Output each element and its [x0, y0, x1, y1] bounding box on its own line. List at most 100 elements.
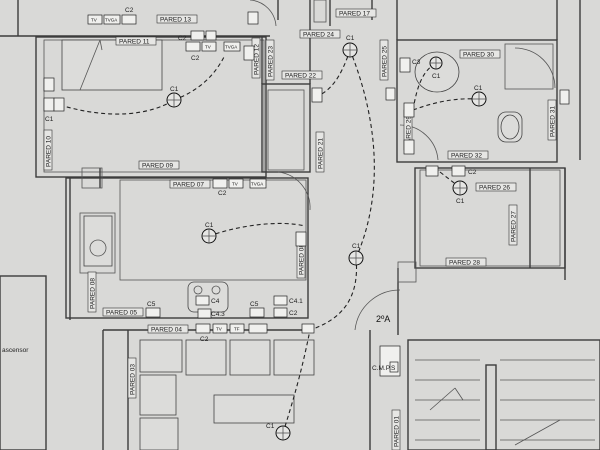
switch-symbol — [403, 102, 415, 118]
panel-switch — [389, 361, 399, 373]
wall-label-09: PARED 09 — [138, 160, 180, 170]
svg-text:PARED 21: PARED 21 — [318, 138, 325, 169]
switch-symbols: TV TVGA C2 C2 TV TVGA C2 C1 C3 C2 TV — [43, 7, 570, 377]
light-point-bath-1: C1 — [429, 56, 443, 80]
wall-label-28: PARED 28 — [445, 257, 487, 267]
tvga-outlet: TVGA — [103, 14, 121, 25]
svg-text:PARED 26: PARED 26 — [479, 185, 510, 192]
wall-label-11: PARED 11 — [115, 36, 157, 46]
socket-symbol — [243, 45, 255, 61]
socket-symbol — [197, 308, 212, 319]
wall-label-03: PARED 03 — [127, 357, 137, 399]
socket-symbol — [273, 295, 288, 306]
socket-symbol — [212, 178, 228, 189]
svg-text:PARED 17: PARED 17 — [339, 11, 370, 18]
switch-symbol — [311, 87, 323, 103]
switch-symbol — [301, 323, 315, 334]
circuit-wiring — [59, 49, 480, 434]
circuit-label: C2 — [468, 169, 477, 176]
switch-symbol — [53, 97, 65, 112]
switch-symbol — [295, 231, 307, 247]
tv-outlet: TV — [212, 323, 228, 334]
socket-symbol — [249, 307, 265, 318]
wall-label-04: PARED 04 — [147, 324, 189, 334]
circuit-label: C3 — [412, 59, 421, 66]
wall-label-22: PARED 22 — [281, 70, 323, 80]
wall-label-21: PARED 21 — [315, 131, 325, 173]
wall-label-30: PARED 30 — [459, 49, 501, 59]
svg-text:PARED 04: PARED 04 — [151, 327, 182, 334]
svg-text:PARED 25: PARED 25 — [382, 46, 389, 77]
circuit-label: C2 — [218, 190, 227, 197]
svg-text:C1: C1 — [432, 73, 441, 80]
ceiling-lights: C1 C1 C1 C1 C1 C1 C1 C1 — [166, 35, 487, 441]
svg-text:C1: C1 — [474, 85, 483, 92]
switch-symbol — [559, 89, 570, 105]
svg-text:PARED 12: PARED 12 — [254, 44, 261, 75]
light-point-bath-2: C1 — [471, 85, 487, 107]
switch-symbol — [43, 77, 55, 92]
svg-text:C1: C1 — [456, 198, 465, 205]
svg-text:PARED 23: PARED 23 — [268, 46, 275, 77]
wall-label-27: PARED 27 — [508, 204, 518, 246]
socket-symbol — [195, 295, 210, 306]
tv-outlet: TV — [87, 14, 103, 25]
svg-text:PARED 05: PARED 05 — [106, 310, 137, 317]
wall-label-01: PARED 01 — [391, 409, 401, 450]
svg-text:PARED 28: PARED 28 — [449, 260, 480, 267]
light-point-corridor-2: C1 — [348, 243, 364, 266]
socket-symbol — [205, 30, 217, 41]
svg-text:PARED 24: PARED 24 — [303, 32, 334, 39]
svg-text:TV: TV — [232, 182, 238, 187]
switch-symbol — [43, 97, 55, 112]
circuit-label: C2 — [191, 55, 200, 62]
svg-text:C1: C1 — [266, 423, 275, 430]
elevator-label: ascensor — [2, 347, 29, 354]
svg-text:PARED 08: PARED 08 — [90, 278, 97, 309]
circuit-label: C2 — [178, 35, 187, 42]
tvga-outlet: TVGA — [249, 178, 267, 189]
svg-text:TV: TV — [91, 18, 97, 23]
switch-symbol — [385, 87, 396, 101]
svg-text:PARED 30: PARED 30 — [463, 52, 494, 59]
wall-label-26: PARED 26 — [475, 182, 517, 192]
svg-text:PARED 13: PARED 13 — [160, 17, 191, 24]
wall-label-17: PARED 17 — [335, 8, 377, 18]
wall-label-25: PARED 25 — [379, 39, 389, 81]
svg-text:PARED 09: PARED 09 — [142, 163, 173, 170]
tv-outlet: TV — [228, 178, 244, 189]
svg-text:PARED 01: PARED 01 — [394, 416, 401, 447]
switch-symbol — [399, 57, 411, 73]
circuit-label: C4.1 — [289, 298, 303, 305]
socket-symbol — [273, 307, 288, 318]
circuit-label: C2 — [289, 310, 298, 317]
light-point-kitchen: C1 — [201, 222, 217, 244]
svg-text:TVGA: TVGA — [251, 182, 263, 187]
socket-symbol — [190, 30, 205, 41]
svg-text:TF: TF — [234, 327, 240, 332]
circuit-label: C2 — [125, 7, 134, 14]
svg-text:TVGA: TVGA — [225, 45, 237, 50]
socket-symbol — [121, 14, 137, 25]
socket-symbol — [247, 11, 259, 25]
light-point-entry: C1 — [266, 423, 291, 441]
svg-text:C1: C1 — [352, 243, 361, 250]
tvga-outlet: TVGA — [223, 41, 241, 52]
svg-text:PARED 07: PARED 07 — [173, 182, 204, 189]
switch-symbol — [403, 139, 415, 155]
wall-label-24: PARED 24 — [299, 29, 341, 39]
svg-text:PARED 10: PARED 10 — [46, 136, 53, 167]
svg-text:C1: C1 — [205, 222, 214, 229]
wall-label-07: PARED 07 — [169, 179, 211, 189]
circuit-label: C4 — [211, 298, 220, 305]
svg-text:PARED 22: PARED 22 — [285, 73, 316, 80]
svg-text:PARED 03: PARED 03 — [130, 364, 137, 395]
svg-text:PARED 31: PARED 31 — [550, 106, 557, 137]
socket-symbol — [195, 323, 211, 334]
tv-outlet: TV — [201, 41, 217, 52]
svg-text:PARED 11: PARED 11 — [119, 39, 150, 46]
svg-text:TV: TV — [205, 45, 211, 50]
tf-outlet: TF — [229, 323, 245, 334]
wall-label-10: PARED 10 — [43, 129, 53, 171]
